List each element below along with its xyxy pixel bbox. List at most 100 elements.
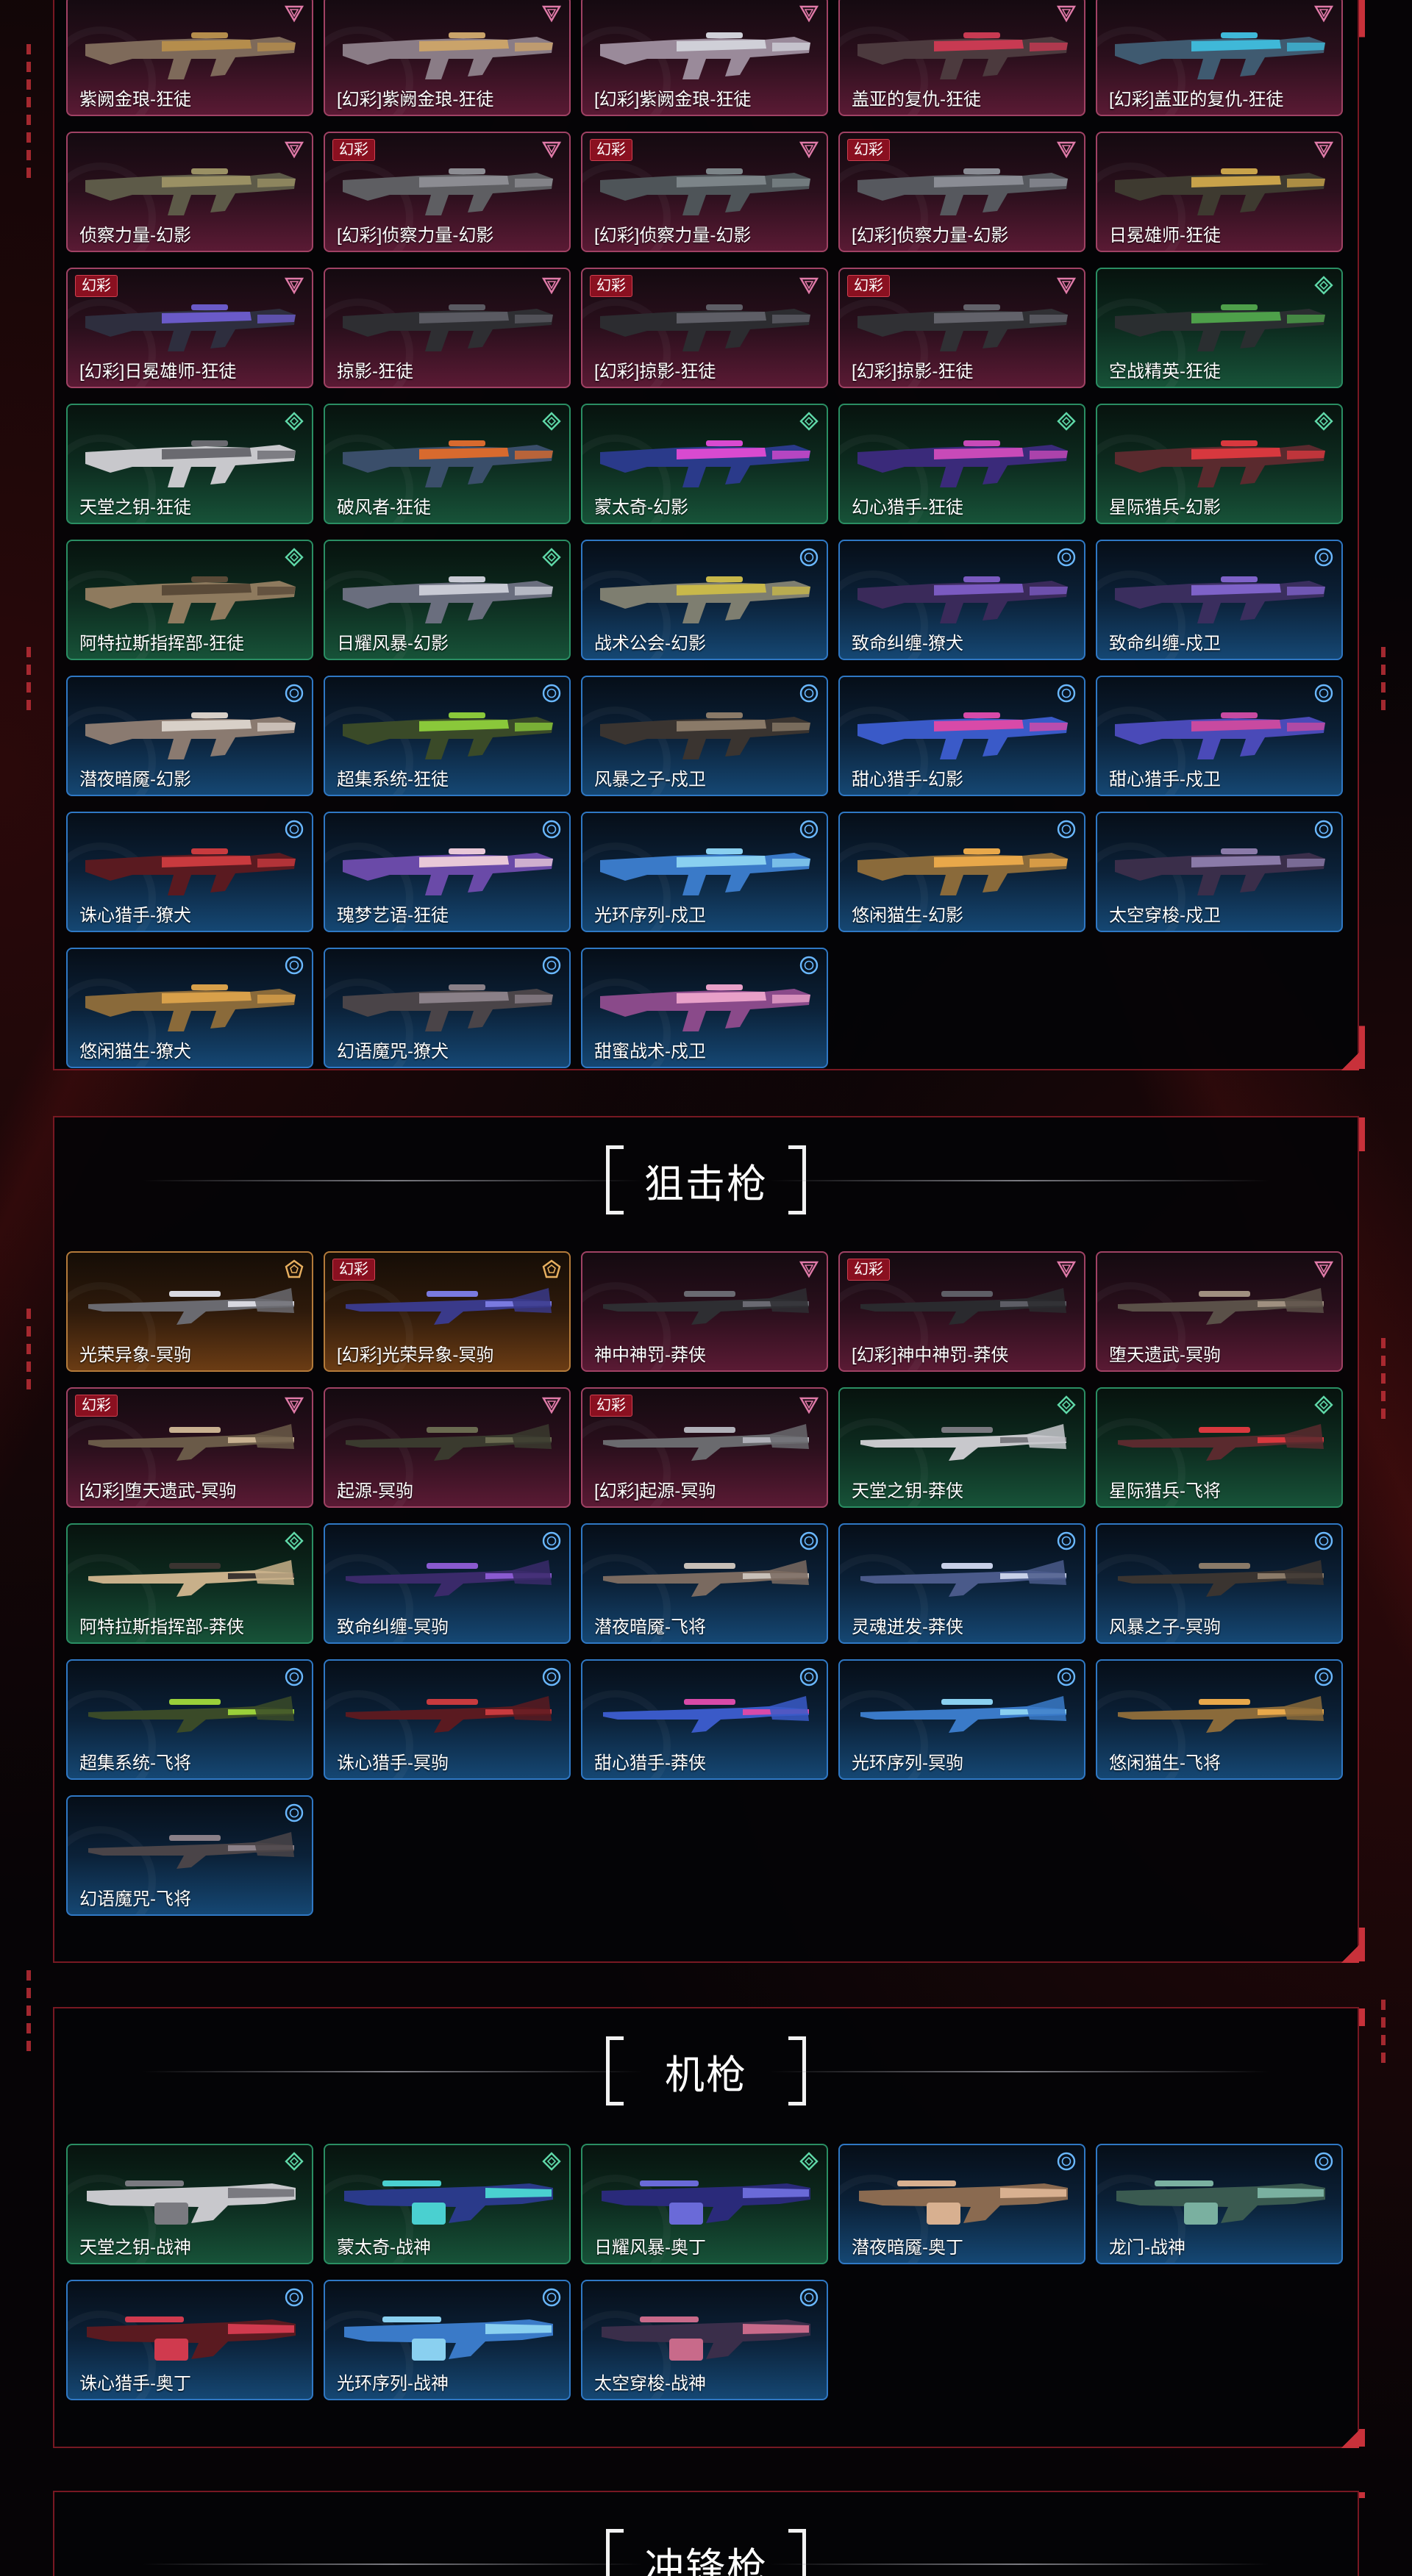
weapon-skin-image <box>343 984 553 1031</box>
skin-card[interactable]: 掠影-狂徒 <box>324 268 571 388</box>
skin-card[interactable]: 潜夜暗魇-飞将 <box>581 1523 828 1644</box>
skin-card[interactable]: [幻彩]紫阙金琅-狂徒 <box>581 0 828 116</box>
title-frame: 冲锋枪 <box>606 2529 806 2576</box>
skin-card[interactable]: 空战精英-狂徒 <box>1096 268 1343 388</box>
skin-card[interactable]: 致命纠缠-冥驹 <box>324 1523 571 1644</box>
skin-card[interactable]: 太空穿梭-战神 <box>581 2280 828 2400</box>
card-glow-decoration <box>68 26 156 115</box>
weapon-skin-image <box>603 1560 809 1597</box>
skin-card[interactable]: 幻彩[幻彩]掠影-狂徒 <box>838 268 1085 388</box>
skin-card[interactable]: 日耀风暴-奥丁 <box>581 2144 828 2264</box>
left-dash-decoration <box>26 647 31 718</box>
tier-circle-icon <box>285 2288 304 2307</box>
skin-card[interactable]: [幻彩]紫阙金琅-狂徒 <box>324 0 571 116</box>
skin-card[interactable]: 悠闲猫生-獠犬 <box>66 948 313 1068</box>
skin-card[interactable]: 超集系统-飞将 <box>66 1659 313 1780</box>
skin-card[interactable]: 破风者-狂徒 <box>324 404 571 524</box>
skin-card[interactable]: 幻彩[幻彩]侦察力量-幻影 <box>581 132 828 252</box>
weapon-skin-image <box>857 848 1068 895</box>
skin-card[interactable]: 灵魂迸发-莽侠 <box>838 1523 1085 1644</box>
skin-name: 阿特拉斯指挥部-狂徒 <box>79 634 244 654</box>
skin-card[interactable]: 战术公会-幻影 <box>581 540 828 660</box>
tier-pentagon-icon <box>285 1259 304 1278</box>
skin-card[interactable]: 致命纠缠-戍卫 <box>1096 540 1343 660</box>
skin-name: 悠闲猫生-飞将 <box>1109 1753 1221 1773</box>
skin-name: 甜心猎手-幻影 <box>852 770 963 790</box>
weapon-skin-image <box>603 1424 809 1461</box>
skin-card[interactable]: 超集系统-狂徒 <box>324 676 571 796</box>
skin-card[interactable]: 幻语魔咒-獠犬 <box>324 948 571 1068</box>
skin-card[interactable]: 幻彩[幻彩]堕天遗武-冥驹 <box>66 1387 313 1508</box>
skin-card[interactable]: 龙门-战神 <box>1096 2144 1343 2264</box>
skin-card[interactable]: 堕天遗武-冥驹 <box>1096 1251 1343 1372</box>
chroma-badge: 幻彩 <box>75 1395 118 1417</box>
skin-card[interactable]: 蒙太奇-幻影 <box>581 404 828 524</box>
skin-card[interactable]: 致命纠缠-獠犬 <box>838 540 1085 660</box>
section-header: 机枪 <box>54 2031 1358 2111</box>
skin-card[interactable]: 星际猎兵-幻影 <box>1096 404 1343 524</box>
tier-triangle-icon <box>799 5 819 23</box>
skin-card[interactable]: 悠闲猫生-飞将 <box>1096 1659 1343 1780</box>
skin-card[interactable]: 阿特拉斯指挥部-莽侠 <box>66 1523 313 1644</box>
skin-card[interactable]: 光荣异象-冥驹 <box>66 1251 313 1372</box>
tier-triangle-icon <box>1313 141 1334 159</box>
tier-circle-icon <box>799 956 819 975</box>
skin-card[interactable]: 甜心猎手-莽侠 <box>581 1659 828 1780</box>
skin-card[interactable]: 天堂之钥-战神 <box>66 2144 313 2264</box>
tier-diamond-icon <box>285 412 304 431</box>
card-glow-decoration <box>68 706 156 795</box>
skin-card[interactable]: 甜心猎手-戍卫 <box>1096 676 1343 796</box>
tier-circle-icon <box>1314 548 1333 567</box>
panel-edge-decoration <box>1359 0 1365 1069</box>
skin-card[interactable]: 风暴之子-戍卫 <box>581 676 828 796</box>
skin-card[interactable]: 日耀风暴-幻影 <box>324 540 571 660</box>
panel-edge-decoration <box>1359 2492 1365 2576</box>
left-dash-decoration <box>26 44 31 185</box>
skin-card[interactable]: 潜夜暗魇-幻影 <box>66 676 313 796</box>
skin-name: [幻彩]紫阙金琅-狂徒 <box>594 90 752 110</box>
skin-card[interactable]: 甜心猎手-幻影 <box>838 676 1085 796</box>
skin-card[interactable]: 风暴之子-冥驹 <box>1096 1523 1343 1644</box>
skin-card[interactable]: 起源-冥驹 <box>324 1387 571 1508</box>
skin-card[interactable]: 幻彩[幻彩]侦察力量-幻影 <box>324 132 571 252</box>
skin-card[interactable]: 神中神罚-莽侠 <box>581 1251 828 1372</box>
skin-card[interactable]: 诛心猎手-冥驹 <box>324 1659 571 1780</box>
skin-card[interactable]: 阿特拉斯指挥部-狂徒 <box>66 540 313 660</box>
skin-card[interactable]: 诛心猎手-奥丁 <box>66 2280 313 2400</box>
skin-card[interactable]: 幻彩[幻彩]起源-冥驹 <box>581 1387 828 1508</box>
skin-card[interactable]: 诛心猎手-獠犬 <box>66 812 313 932</box>
skin-card[interactable]: 日冕雄师-狂徒 <box>1096 132 1343 252</box>
card-glow-decoration <box>582 842 671 931</box>
skin-card[interactable]: 太空穿梭-戍卫 <box>1096 812 1343 932</box>
skin-card[interactable]: 侦察力量-幻影 <box>66 132 313 252</box>
bracket-left-icon <box>606 1145 624 1214</box>
skin-card[interactable]: 幻彩[幻彩]掠影-狂徒 <box>581 268 828 388</box>
tier-diamond-icon <box>1314 412 1333 431</box>
skin-card[interactable]: 盖亚的复仇-狂徒 <box>838 0 1085 116</box>
skin-card[interactable]: 幻心猎手-狂徒 <box>838 404 1085 524</box>
skin-card[interactable]: 光环序列-戍卫 <box>581 812 828 932</box>
skin-card[interactable]: 光环序列-冥驹 <box>838 1659 1085 1780</box>
skin-card[interactable]: 幻彩[幻彩]日冕雄师-狂徒 <box>66 268 313 388</box>
skin-card[interactable]: 幻彩[幻彩]侦察力量-幻影 <box>838 132 1085 252</box>
card-glow-decoration <box>840 1690 928 1778</box>
skin-card[interactable]: 光环序列-战神 <box>324 2280 571 2400</box>
skin-card[interactable]: [幻彩]盖亚的复仇-狂徒 <box>1096 0 1343 116</box>
skin-card[interactable]: 天堂之钥-狂徒 <box>66 404 313 524</box>
skin-card[interactable]: 幻语魔咒-飞将 <box>66 1795 313 1916</box>
tier-circle-icon <box>799 548 819 567</box>
skin-name: [幻彩]侦察力量-幻影 <box>852 226 1009 246</box>
skin-card[interactable]: 蒙太奇-战神 <box>324 2144 571 2264</box>
weapon-skin-image <box>860 1560 1066 1597</box>
skin-card[interactable]: 紫阙金琅-狂徒 <box>66 0 313 116</box>
skin-card[interactable]: 幻彩[幻彩]光荣异象-冥驹 <box>324 1251 571 1372</box>
skin-card[interactable]: 潜夜暗魇-奥丁 <box>838 2144 1085 2264</box>
skin-card[interactable]: 瑰梦艺语-狂徒 <box>324 812 571 932</box>
card-glow-decoration <box>1097 706 1185 795</box>
weapon-skin-image <box>857 168 1068 215</box>
skin-card[interactable]: 悠闲猫生-幻影 <box>838 812 1085 932</box>
skin-card[interactable]: 天堂之钥-莽侠 <box>838 1387 1085 1508</box>
skin-card[interactable]: 甜蜜战术-戍卫 <box>581 948 828 1068</box>
skin-card[interactable]: 幻彩[幻彩]神中神罚-莽侠 <box>838 1251 1085 1372</box>
skin-card[interactable]: 星际猎兵-飞将 <box>1096 1387 1343 1508</box>
